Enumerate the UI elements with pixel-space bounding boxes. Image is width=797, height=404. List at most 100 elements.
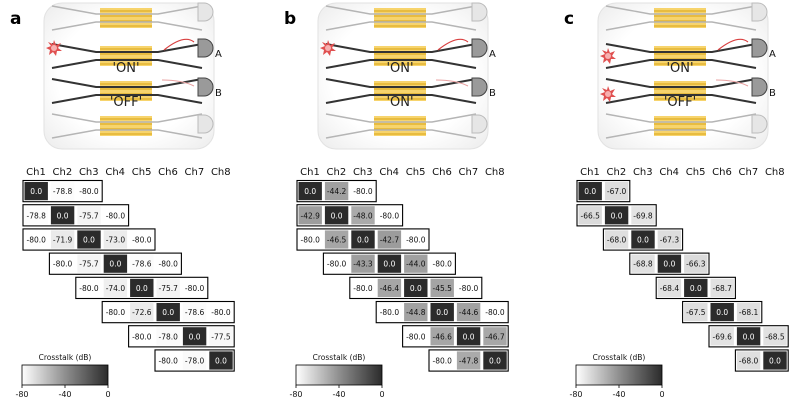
channel-header: Ch7 <box>185 167 205 178</box>
matrix-value: 0.0 <box>690 284 702 293</box>
matrix-value: -68.5 <box>765 332 785 341</box>
waveguide <box>51 43 203 53</box>
matrix-cell <box>156 278 180 297</box>
heater-pad <box>374 116 426 136</box>
colorbar-tick-label: -40 <box>612 390 625 399</box>
waveguide <box>51 5 203 15</box>
leak-arrow <box>435 79 469 87</box>
matrix-cell <box>631 254 655 273</box>
colorbar-tick-label: -80 <box>569 390 582 399</box>
matrix-cell <box>24 206 48 225</box>
matrix-value: -46.5 <box>327 236 347 245</box>
detector-icon <box>197 114 214 134</box>
matrix-row-frame <box>734 349 789 372</box>
matrix-value: 0.0 <box>189 332 201 341</box>
channel-header: Ch6 <box>432 167 452 178</box>
matrix-value: -80.0 <box>26 236 46 245</box>
detector-icon <box>751 2 768 22</box>
matrix-value: -42.9 <box>300 211 320 220</box>
heater-pad <box>374 8 426 28</box>
waveguide <box>51 129 203 139</box>
matrix-cell <box>684 254 708 273</box>
matrix-row-frame <box>708 325 789 348</box>
matrix-cell <box>351 278 375 297</box>
matrix-value: -78.0 <box>158 332 178 341</box>
channel-header: Ch4 <box>105 167 125 178</box>
matrix-value: -44.2 <box>327 187 347 196</box>
matrix-value: -80.0 <box>406 236 426 245</box>
colorbar-gradient <box>295 364 383 386</box>
matrix-row-frame <box>322 252 456 275</box>
matrix-value: -43.3 <box>353 260 373 269</box>
colorbar-tick-label: -80 <box>15 390 28 399</box>
matrix-cell <box>430 351 454 370</box>
matrix-row-frame <box>296 179 377 203</box>
switch-state-label-bottom: 'ON' <box>386 95 413 110</box>
switch-state-label-top: 'ON' <box>386 61 413 76</box>
matrix-value: -80.0 <box>300 236 320 245</box>
matrix-value: -68.0 <box>739 357 759 366</box>
matrix-row-frame <box>375 300 509 324</box>
matrix-cell <box>182 303 207 322</box>
channel-header: Ch5 <box>686 167 706 178</box>
matrix-row-frame <box>629 252 710 275</box>
device-background <box>43 2 215 150</box>
device-background <box>317 2 489 150</box>
matrix-cell <box>77 182 101 201</box>
channel-header: Ch3 <box>79 167 99 178</box>
channel-header: Ch4 <box>379 167 399 178</box>
matrix-value: -80.0 <box>459 284 479 293</box>
matrix-value: -80.0 <box>106 211 126 220</box>
waveguide <box>605 129 757 139</box>
matrix-value: 0.0 <box>489 357 501 366</box>
channel-header: Ch2 <box>53 167 73 178</box>
matrix-value: -80.0 <box>353 284 373 293</box>
channel-header: Ch4 <box>659 167 679 178</box>
matrix-cell <box>404 278 428 297</box>
matrix-cell <box>483 351 507 370</box>
heater-pad <box>100 8 152 28</box>
matrix-cell <box>50 206 75 225</box>
matrix-row-frame <box>655 276 736 300</box>
matrix-value: 0.0 <box>357 236 369 245</box>
device-schematic: AB'ON''ON' <box>317 2 496 150</box>
detector-icon <box>197 38 214 58</box>
matrix-value: 0.0 <box>162 308 174 317</box>
matrix-cell <box>130 303 154 322</box>
matrix-cell <box>324 230 349 249</box>
detector-label-b: B <box>489 88 496 99</box>
matrix-value: -47.8 <box>459 357 479 366</box>
matrix-value: -68.1 <box>739 308 759 317</box>
matrix-value: 0.0 <box>463 332 475 341</box>
matrix-cell <box>404 327 428 346</box>
matrix-value: -68.0 <box>607 236 627 245</box>
matrix-value: 0.0 <box>215 357 227 366</box>
matrix-value: -80.0 <box>132 236 152 245</box>
matrix-cell <box>50 254 75 273</box>
matrix-cell <box>351 230 375 249</box>
colorbar-tick-label: 0 <box>105 390 110 399</box>
channel-header: Ch6 <box>158 167 178 178</box>
colorbar-tick-label: 0 <box>659 390 664 399</box>
matrix-cell <box>130 327 154 346</box>
matrix-value: -80.0 <box>106 308 126 317</box>
matrix-row-frame <box>682 300 763 324</box>
matrix-cell <box>657 230 682 249</box>
waveguide <box>325 94 477 104</box>
matrix-cell <box>156 327 180 346</box>
waveguide <box>325 5 477 15</box>
matrix-value: -80.0 <box>79 284 99 293</box>
waveguide <box>605 59 757 69</box>
panel-letter: b <box>284 9 296 29</box>
matrix-cell <box>430 303 454 322</box>
panel-letter: c <box>564 9 574 29</box>
matrix-cell <box>103 206 128 225</box>
channel-header: Ch6 <box>712 167 732 178</box>
